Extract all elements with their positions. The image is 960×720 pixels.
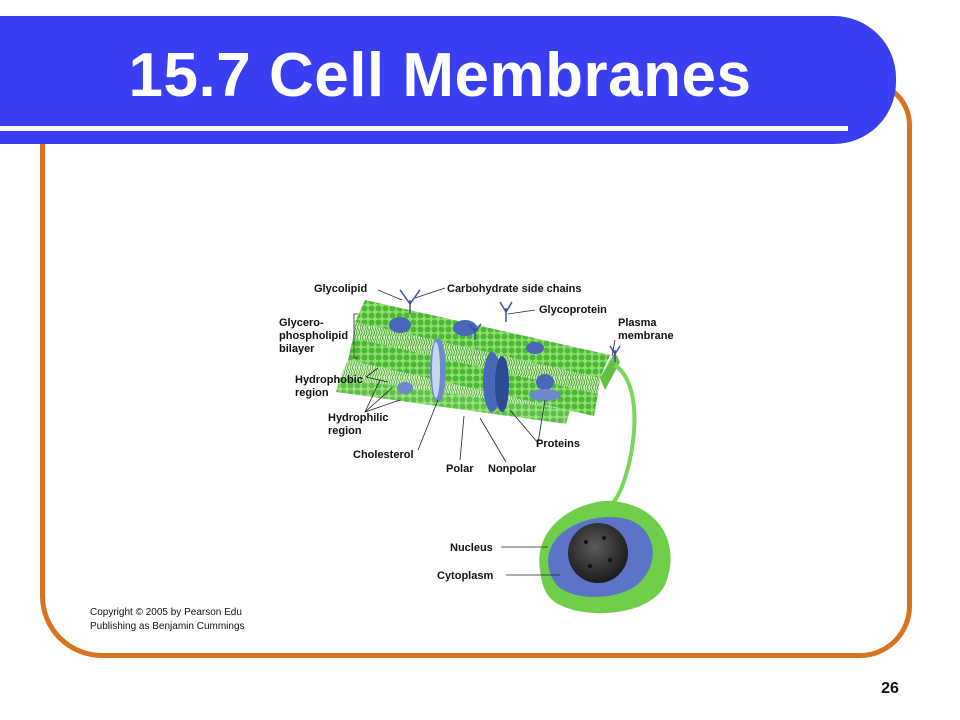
label-polar: Polar bbox=[446, 463, 474, 475]
copyright-notice: Copyright © 2005 by Pearson Edu Publishi… bbox=[90, 606, 280, 634]
label-plasma-line2: membrane bbox=[618, 330, 674, 342]
label-glycolipid: Glycolipid bbox=[314, 283, 367, 295]
membrane-proteins bbox=[389, 317, 561, 412]
copyright-line1: Copyright © 2005 by Pearson Edu bbox=[90, 607, 242, 618]
label-proteins: Proteins bbox=[536, 438, 580, 450]
label-glycoprotein: Glycoprotein bbox=[539, 304, 607, 316]
label-hydrophilic-line2: region bbox=[328, 425, 362, 437]
title-band bbox=[0, 16, 896, 144]
membrane-slab bbox=[336, 300, 620, 424]
leader-lines bbox=[353, 287, 616, 576]
label-nonpolar: Nonpolar bbox=[488, 463, 537, 475]
label-cytoplasm: Cytoplasm bbox=[437, 570, 493, 582]
label-hydrophilic-line1: Hydrophilic bbox=[328, 412, 389, 424]
label-nucleus: Nucleus bbox=[450, 542, 493, 554]
cell-membrane-diagram: Glycolipid Carbohydrate side chains Glyc… bbox=[279, 283, 674, 614]
label-cholesterol: Cholesterol bbox=[353, 449, 414, 461]
label-bilayer-line3: bilayer bbox=[279, 343, 315, 355]
label-hydrophobic-line1: Hydrophobic bbox=[295, 374, 363, 386]
slide-title: 15.7 Cell Membranes bbox=[128, 41, 752, 110]
label-plasma-line1: Plasma bbox=[618, 317, 657, 329]
copyright-line2: Publishing as Benjamin Cummings bbox=[90, 621, 245, 632]
title-underline bbox=[0, 126, 848, 131]
carbohydrate-chains bbox=[399, 289, 621, 362]
label-hydrophobic-line2: region bbox=[295, 387, 329, 399]
cell-drawing bbox=[539, 363, 671, 614]
label-carbohydrate-side-chains: Carbohydrate side chains bbox=[447, 283, 582, 295]
label-bilayer-line2: phospholipid bbox=[279, 330, 348, 342]
label-bilayer-line1: Glycero- bbox=[279, 317, 324, 329]
page-number: 26 bbox=[881, 680, 899, 697]
